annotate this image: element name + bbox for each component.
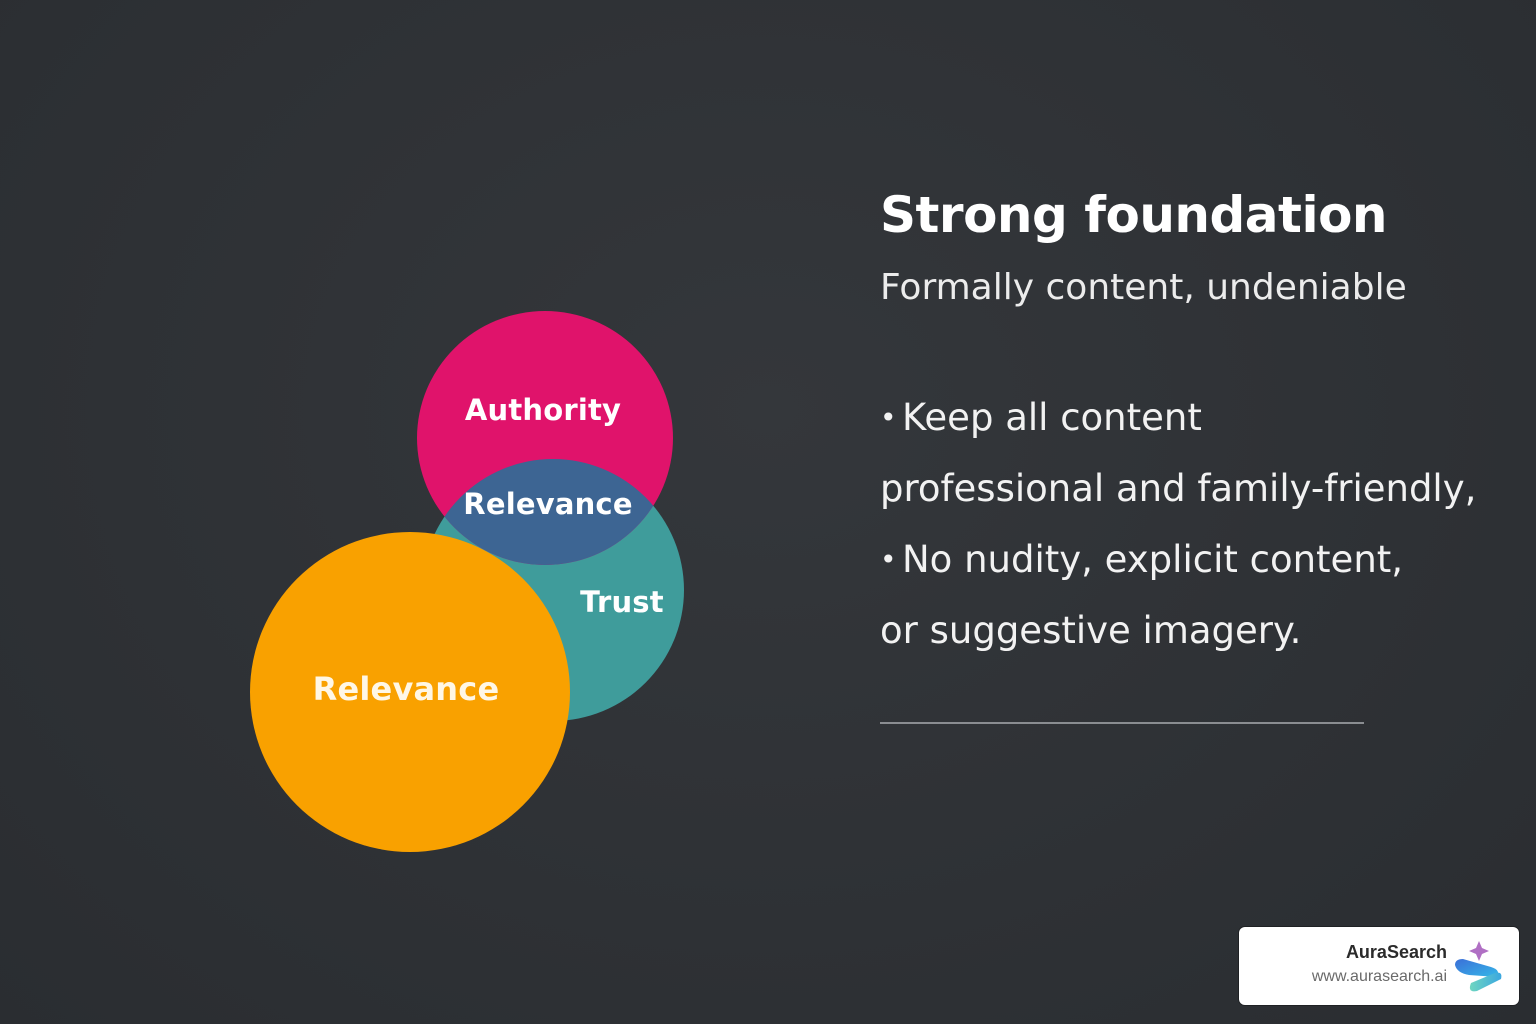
venn-diagram: Authority Relevance Trust Relevance [0,0,760,900]
bullet-list: •Keep all content professional and famil… [880,382,1480,666]
watermark-badge[interactable]: AuraSearch www.aurasearch.ai [1239,927,1519,1005]
bullet-item: •No nudity, explicit content, [880,524,1480,595]
trust-label: Trust [580,585,664,619]
overlap-label: Relevance [463,487,633,521]
bullet-icon: • [880,401,897,434]
venn-shapes [250,311,684,852]
divider [880,722,1364,724]
badge-url[interactable]: www.aurasearch.ai [1311,968,1447,985]
bullet-icon: • [880,543,897,576]
bullet-continuation: or suggestive imagery. [880,609,1302,652]
authority-label: Authority [464,393,622,427]
aurasearch-logo-icon [1455,941,1502,992]
bullet-text: Keep all content [902,396,1202,439]
bullet-text: No nudity, explicit content, [902,538,1404,581]
bullet-continuation: professional and family-friendly, [880,467,1477,510]
badge-name: AuraSearch [1345,942,1447,962]
bullet-item: •Keep all content [880,382,1480,453]
relevance-circle [250,532,570,852]
text-panel: Strong foundation Formally content, unde… [880,180,1480,666]
relevance-label: Relevance [312,670,500,708]
panel-title: Strong foundation [880,186,1388,244]
authority-trust-overlap [422,459,673,565]
panel-subtitle: Formally content, undeniable [880,267,1407,308]
